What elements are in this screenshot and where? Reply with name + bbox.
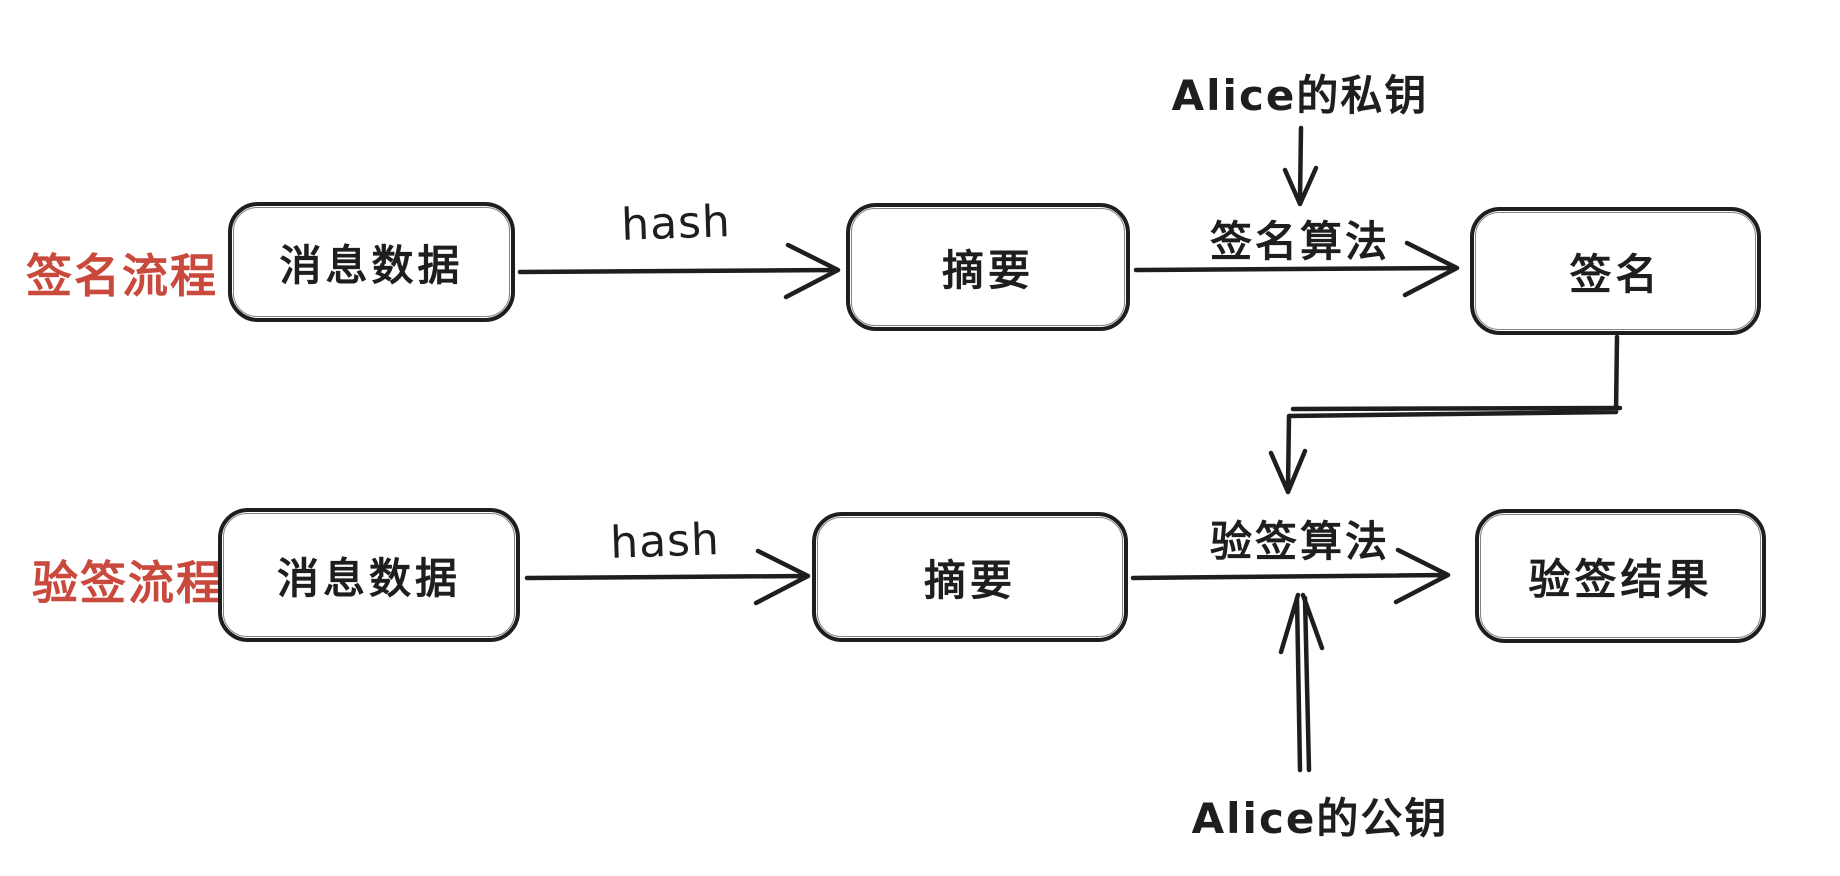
node-sign-digest-label: 摘要 bbox=[941, 245, 1034, 295]
verify-flow-label: 验签流程 bbox=[32, 556, 224, 610]
node-verify-result: 验签结果 bbox=[1475, 509, 1766, 643]
verify-hash-edge-label: hash bbox=[609, 514, 721, 569]
arrow-private-key-down bbox=[1282, 125, 1319, 207]
sign-hash-edge-label: hash bbox=[620, 196, 732, 251]
arrow-public-key-up bbox=[1278, 592, 1325, 773]
sign-flow-label: 签名流程 bbox=[26, 249, 218, 303]
public-key-label: Alice的公钥 bbox=[1191, 794, 1449, 843]
node-verify-result-label: 验签结果 bbox=[1528, 554, 1713, 604]
node-verify-message: 消息数据 bbox=[218, 508, 520, 642]
arrow-signature-to-verify bbox=[1268, 334, 1623, 495]
verify-algorithm-edge-label: 验签算法 bbox=[1209, 517, 1390, 566]
arrow-sign-algorithm bbox=[1133, 240, 1460, 298]
sign-algorithm-edge-label: 签名算法 bbox=[1209, 217, 1390, 266]
node-sign-signature-label: 签名 bbox=[1569, 249, 1662, 299]
arrow-sign-hash bbox=[517, 242, 841, 300]
node-verify-digest-label: 摘要 bbox=[923, 555, 1016, 605]
private-key-label: Alice的私钥 bbox=[1171, 71, 1429, 120]
node-sign-message: 消息数据 bbox=[228, 202, 515, 322]
node-sign-signature: 签名 bbox=[1470, 207, 1761, 335]
node-sign-digest: 摘要 bbox=[846, 203, 1130, 331]
arrow-verify-algorithm bbox=[1130, 547, 1451, 605]
node-verify-message-label: 消息数据 bbox=[276, 553, 461, 603]
arrow-verify-hash bbox=[524, 548, 811, 606]
node-sign-message-label: 消息数据 bbox=[279, 240, 464, 290]
node-verify-digest: 摘要 bbox=[812, 512, 1128, 642]
